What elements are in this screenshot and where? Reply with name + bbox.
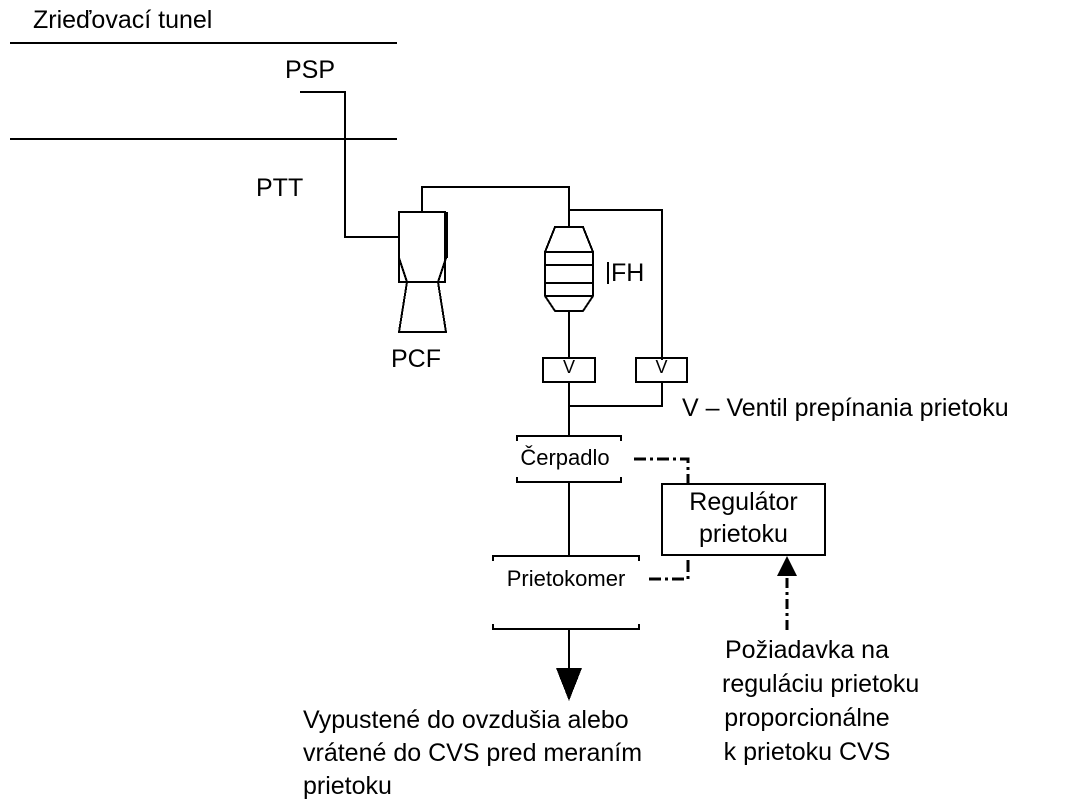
pcf-label: PCF (391, 345, 441, 373)
valve-legend: V – Ventil prepínania prietoku (682, 394, 1009, 422)
filter-holder (544, 226, 594, 312)
valve-right-label: V (655, 357, 668, 377)
demand-label-line3: proporcionálne (724, 704, 890, 732)
valve-left-label: V (562, 357, 575, 377)
psp-label: PSP (285, 56, 336, 84)
pump-label: Čerpadlo (520, 445, 610, 470)
flow-regulator-box (661, 483, 826, 556)
flowmeter-label: Prietokomer (506, 566, 626, 591)
flowmeter-box (492, 555, 640, 630)
fh-label: FH (611, 259, 645, 287)
bypass-line (569, 209, 663, 360)
valve-right-outlet (569, 382, 663, 407)
tunnel-label: Zrieďovací tunel (33, 6, 213, 34)
regulator-label-line1: Regulátor (689, 488, 798, 516)
pcf-outlet-line (421, 186, 570, 227)
demand-label-line2: reguláciu prietoku (722, 670, 920, 698)
regulator-label-line2: prietoku (699, 520, 788, 548)
exhaust-label-line1: Vypustené do ovzdušia alebo (303, 706, 629, 734)
demand-arrow-icon (777, 556, 797, 576)
ptt-label: PTT (256, 174, 304, 202)
pump-control-signal (634, 457, 690, 484)
demand-label-line1: Požiadavka na (724, 636, 889, 664)
pcf-separator (397, 211, 448, 333)
flowmeter-feedback-signal (649, 555, 690, 581)
exhaust-label-line3: prietoku (303, 772, 392, 800)
exhaust-arrow-icon (556, 668, 582, 701)
demand-label-line4: k prietoku CVS (723, 738, 891, 766)
exhaust-label-line2: vrátené do CVS pred meraním (303, 739, 643, 767)
sampling-probe-line (300, 91, 399, 238)
